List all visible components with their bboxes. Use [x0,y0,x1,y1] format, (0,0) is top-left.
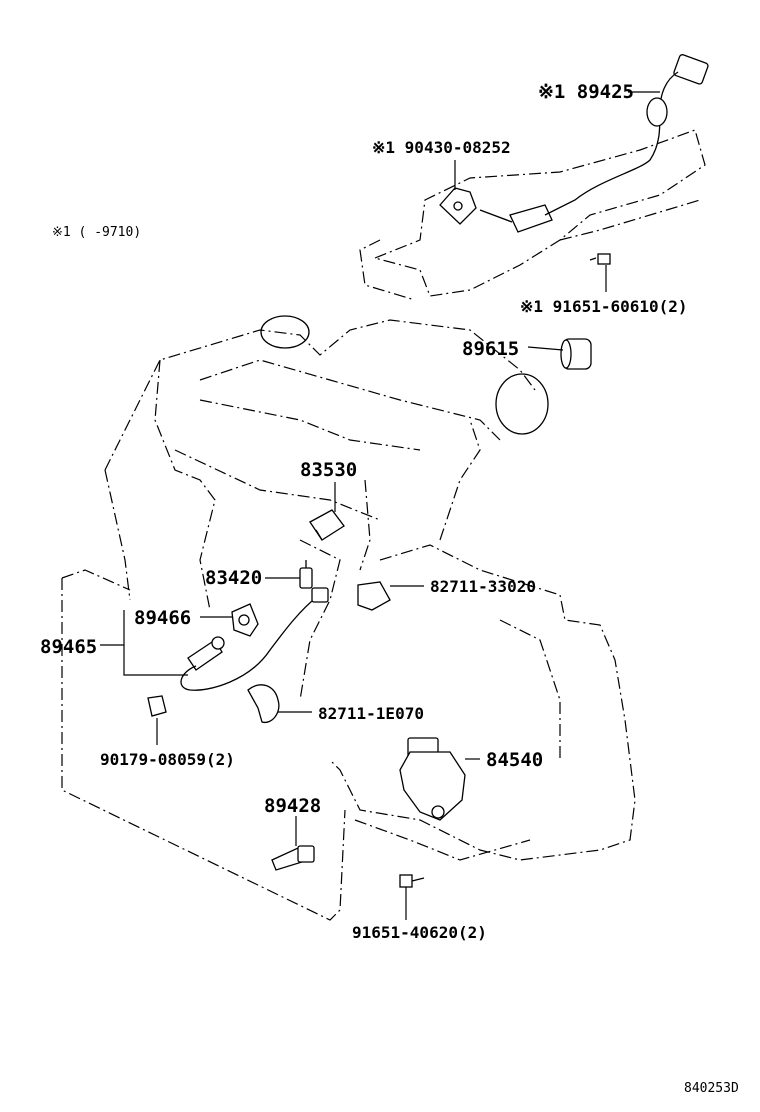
label-83420: 83420 [205,567,262,589]
gasket-89466 [231,603,259,637]
oil-pressure-switch-83530 [309,509,345,541]
engine-pulley [495,373,549,435]
clamp-82711-33020 [357,581,391,611]
label-91651-60610: ※1 91651-60610(2) [520,297,688,316]
engine-outline [104,319,536,701]
oxygen-sensor-89465 [180,587,329,691]
temperature-sender-83420 [299,560,313,589]
label-89425: ※1 89425 [538,81,634,103]
exhaust-pipe-outline [359,129,706,301]
label-82711-1E070: 82711-1E070 [318,704,424,723]
label-89615: 89615 [462,338,519,360]
knock-sensor-89615 [560,338,592,370]
label-90430-08252: ※1 90430-08252 [372,138,511,157]
oil-filler-cap [260,315,310,349]
label-89466: 89466 [134,607,191,629]
oxygen-sensor-89425 [479,54,709,233]
nut-90179 [147,695,167,717]
drawing-id: 840253D [684,1081,739,1096]
gasket-90430 [439,187,477,225]
label-89428: 89428 [264,795,321,817]
label-90179-08059: 90179-08059(2) [100,750,235,769]
speed-sensor-89428 [271,845,315,871]
bolt-91651-bottom [399,874,425,888]
label-82711-33020: 82711-33020 [430,577,536,596]
label-89465: 89465 [40,636,97,658]
label-91651-40620: 91651-40620(2) [352,923,487,942]
clamp-82711-1E070 [247,684,280,724]
bolt-91651-top [589,253,611,265]
label-83530: 83530 [300,459,357,481]
leader-lines [100,91,660,920]
model-note: ※1 ( -9710) [52,225,141,240]
transmission-outline [329,544,636,861]
label-84540: 84540 [486,749,543,771]
neutral-start-switch-84540 [399,737,466,821]
sensor-frame [61,569,346,921]
